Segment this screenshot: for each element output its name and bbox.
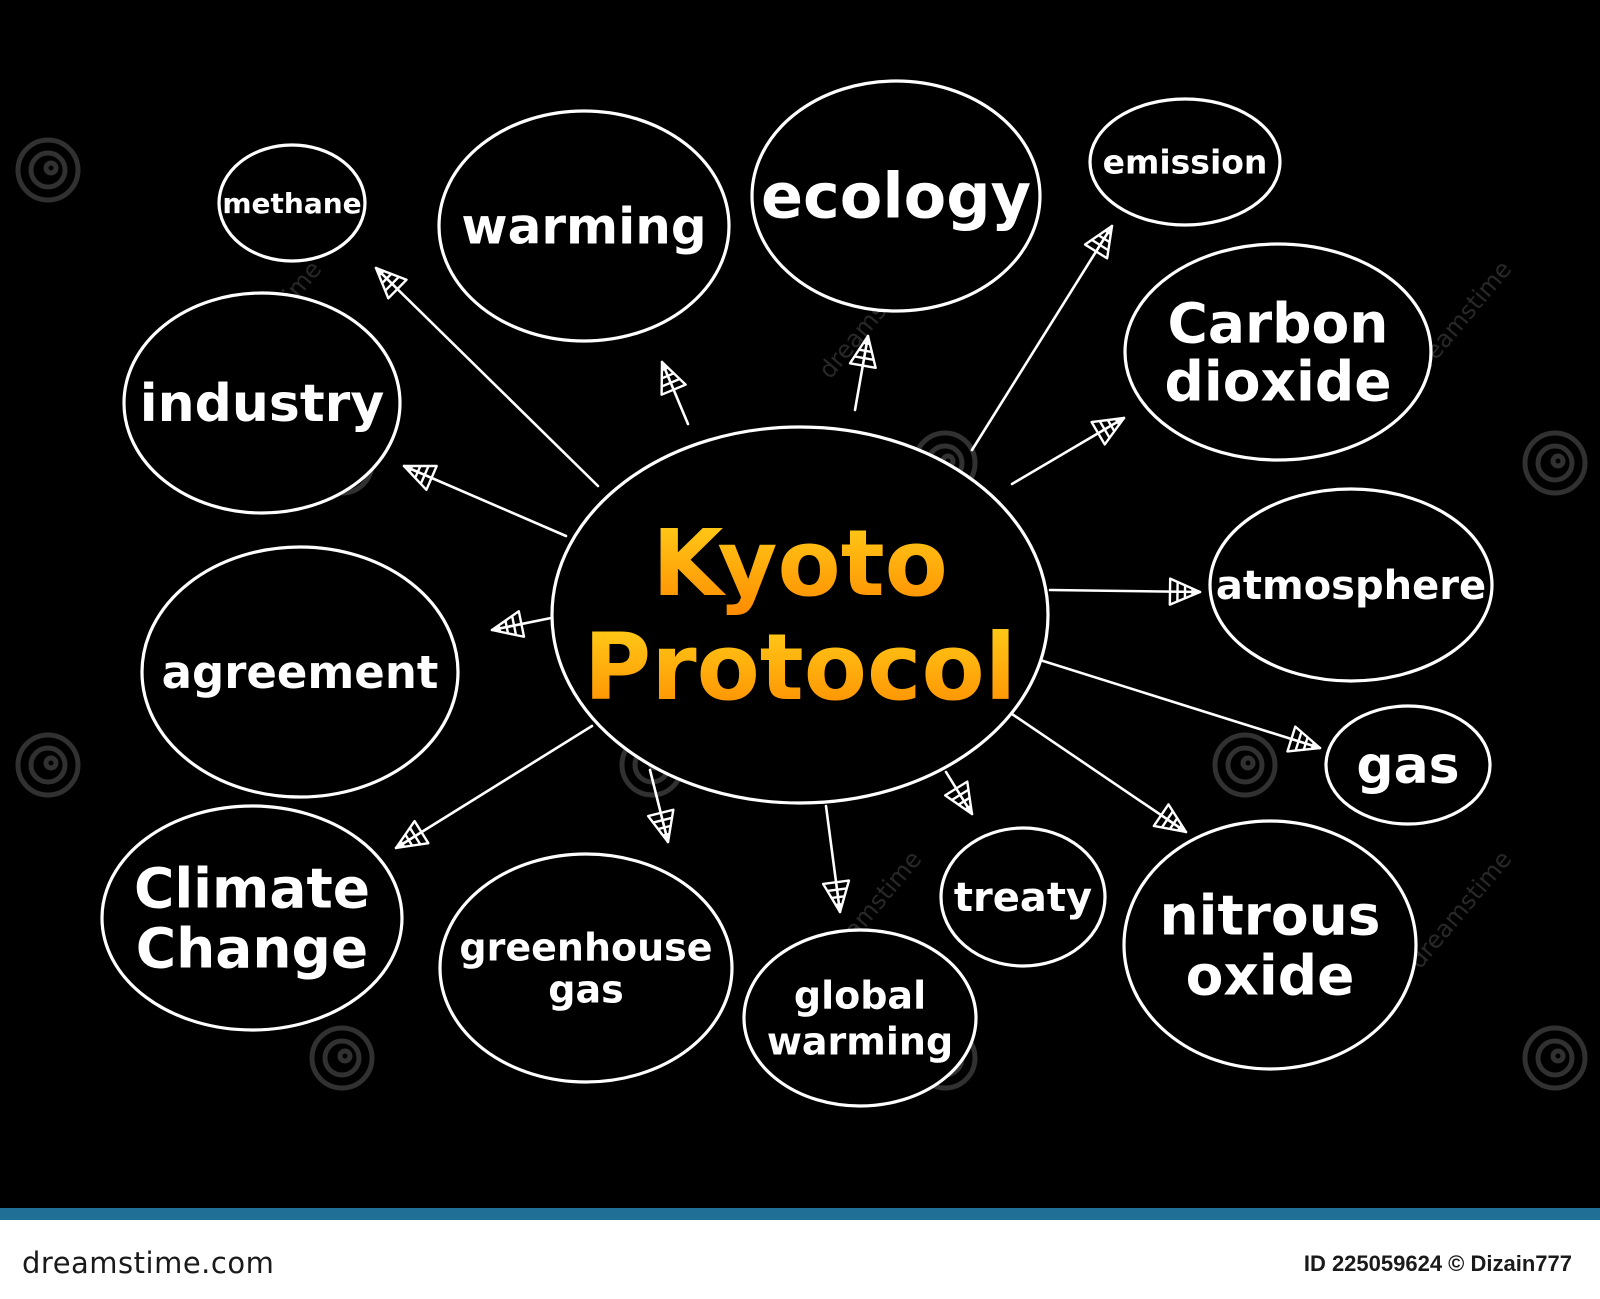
- watermark-spiral-icon: [309, 1025, 375, 1091]
- center-title: Kyoto: [652, 510, 948, 617]
- bubble-label: emission: [1103, 143, 1268, 182]
- bubble-outline: [100, 804, 404, 1032]
- bubble-label: greenhouse: [459, 925, 712, 969]
- arrow-to-carbon-dioxide: [1010, 416, 1126, 486]
- arrow-to-atmosphere: [1048, 577, 1202, 606]
- bubble-outline: [939, 826, 1107, 968]
- bubble-label: oxide: [1186, 943, 1355, 1007]
- arrow-to-greenhouse-gas: [646, 768, 675, 844]
- bubble-label: agreement: [162, 646, 439, 699]
- arrow-to-treaty: [943, 770, 974, 816]
- bubble-outline: [1122, 819, 1418, 1071]
- arrow-to-gas: [1038, 658, 1322, 753]
- bubble-label: ecology: [761, 160, 1031, 233]
- footer-image-id: ID 225059624 © Dizain777: [1303, 1251, 1572, 1276]
- bubble-label: treaty: [954, 875, 1092, 921]
- bubble-outline: [217, 143, 367, 263]
- watermark-spiral-icon: [1522, 430, 1588, 496]
- bubble-methane: methane: [217, 143, 367, 263]
- bubble-label: gas: [548, 967, 623, 1011]
- watermark-spiral-icon: [15, 137, 81, 203]
- footer-brand-logo[interactable]: dreamstime.com: [22, 1246, 275, 1280]
- arrow-to-ecology: [848, 334, 877, 412]
- footer-accent-band: [0, 1208, 1600, 1220]
- bubble-label: Change: [136, 916, 368, 980]
- bubble-label: global: [794, 973, 926, 1017]
- watermark-text: dreamstime: [1403, 845, 1517, 973]
- watermark-spiral-icon: [1212, 732, 1278, 798]
- bubble-label: gas: [1356, 736, 1459, 796]
- bubble-outline: [1208, 487, 1494, 683]
- arrow-to-warming: [660, 360, 690, 426]
- bubble-label: industry: [140, 374, 384, 434]
- bubble-label: dioxide: [1164, 349, 1391, 413]
- bubble-outline: [750, 79, 1042, 313]
- footer-bar: dreamstime.com ID 225059624 © Dizain777: [0, 1208, 1600, 1299]
- center-bubble-outline: [550, 425, 1050, 805]
- bubble-label: warming: [461, 198, 706, 256]
- bubble-outline: [742, 928, 978, 1108]
- arrow-to-nitrous-oxide: [1010, 712, 1188, 834]
- arrow-to-agreement: [490, 610, 553, 638]
- bubble-label: nitrous: [1159, 883, 1380, 947]
- bubble-treaty: treaty: [939, 826, 1107, 968]
- bubble-atmosphere: atmosphere: [1208, 487, 1494, 683]
- arrow-to-climate-change: [394, 724, 594, 850]
- bubble-outline: [1324, 704, 1492, 826]
- bubble-agreement: agreement: [140, 545, 460, 799]
- bubble-label: Carbon: [1168, 291, 1389, 355]
- bubble-outline: [122, 291, 402, 515]
- bubble-emission: emission: [1088, 97, 1282, 227]
- bubble-outline: [438, 852, 734, 1084]
- center-title: Protocol: [584, 614, 1016, 721]
- arrow-to-global-warming: [821, 804, 851, 914]
- bubble-outline: [140, 545, 460, 799]
- arrow-to-industry: [402, 464, 568, 538]
- bubble-outline: [1088, 97, 1282, 227]
- bubble-outline: [437, 109, 731, 343]
- arrow-layer: [374, 224, 1322, 914]
- bubble-label: Climate: [134, 856, 370, 920]
- bubble-label: warming: [767, 1019, 953, 1063]
- arrow-to-emission: [970, 224, 1114, 452]
- bubble-label: methane: [222, 187, 361, 220]
- watermark-spiral-icon: [15, 732, 81, 798]
- bubble-warming: warming: [437, 109, 731, 343]
- watermark-spiral-icon: [1522, 1025, 1588, 1091]
- bubble-industry: industry: [122, 291, 402, 515]
- arrow-to-methane: [374, 266, 600, 488]
- bubble-label: atmosphere: [1216, 563, 1486, 609]
- bubble-gas: gas: [1324, 704, 1492, 826]
- bubble-ecology: ecology: [750, 79, 1042, 313]
- bubble-layer: methane warming ecology emission industry Car…: [100, 79, 1494, 1108]
- bubble-outline: [1123, 242, 1433, 462]
